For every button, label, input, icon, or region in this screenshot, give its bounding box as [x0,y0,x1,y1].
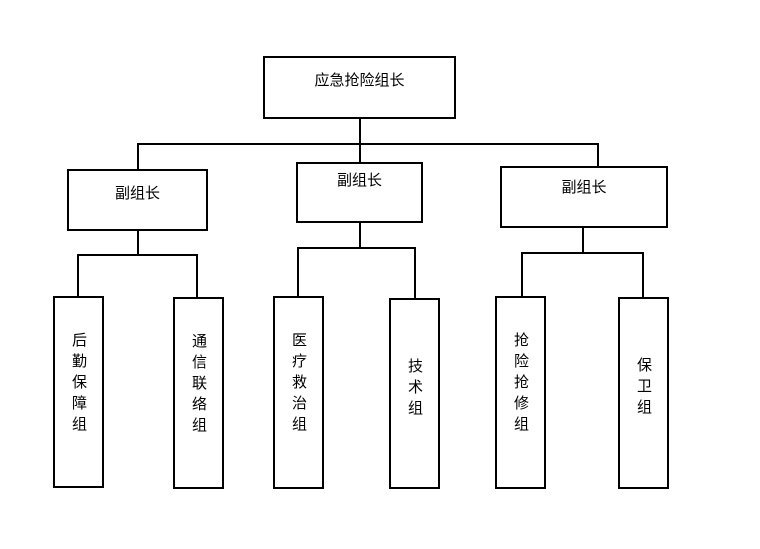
group-box-rescue-repair: 抢险抢修组 [495,296,546,489]
connector-deputy-1-up [137,143,139,170]
deputy-box-1: 副组长 [67,169,208,231]
connector-deputy-2-down [359,222,361,248]
group-box-medical: 医疗救治组 [273,296,324,489]
group-label-medical: 医疗救治组 [290,332,308,437]
connector-group-1a-up [77,254,79,297]
group-box-communications: 通信联络组 [173,297,224,489]
connector-group-2a-up [297,247,299,297]
connector-deputy-1-down [137,230,139,255]
group-label-communications: 通信联络组 [190,333,208,438]
root-label: 应急抢险组长 [314,71,405,89]
connector-group-3a-up [521,252,523,297]
deputy-box-2: 副组长 [296,162,423,223]
group-label-logistics: 后勤保障组 [70,332,88,437]
group-label-technical: 技术组 [406,358,424,421]
connector-deputy-3-down [582,227,584,253]
root-box: 应急抢险组长 [263,56,456,119]
group-label-rescue-repair: 抢险抢修组 [512,332,530,437]
group-box-security: 保卫组 [618,297,669,489]
connector-group-3-bus [521,252,644,254]
connector-group-1b-up [196,254,198,298]
connector-group-1-bus [77,254,198,256]
connector-deputy-2-up [359,143,361,163]
connector-deputy-3-up [597,143,599,167]
connector-group-2-bus [297,247,416,249]
deputy-label-1: 副组长 [114,184,160,202]
deputy-label-3: 副组长 [561,178,607,196]
connector-root-down [359,118,361,144]
connector-group-3b-up [642,252,644,298]
connector-group-2b-up [414,247,416,299]
deputy-box-3: 副组长 [500,166,668,228]
group-box-technical: 技术组 [389,298,440,489]
group-box-logistics: 后勤保障组 [53,296,104,488]
group-label-security: 保卫组 [635,357,653,420]
deputy-label-2: 副组长 [336,171,382,189]
connector-deputy-bus [137,143,599,145]
